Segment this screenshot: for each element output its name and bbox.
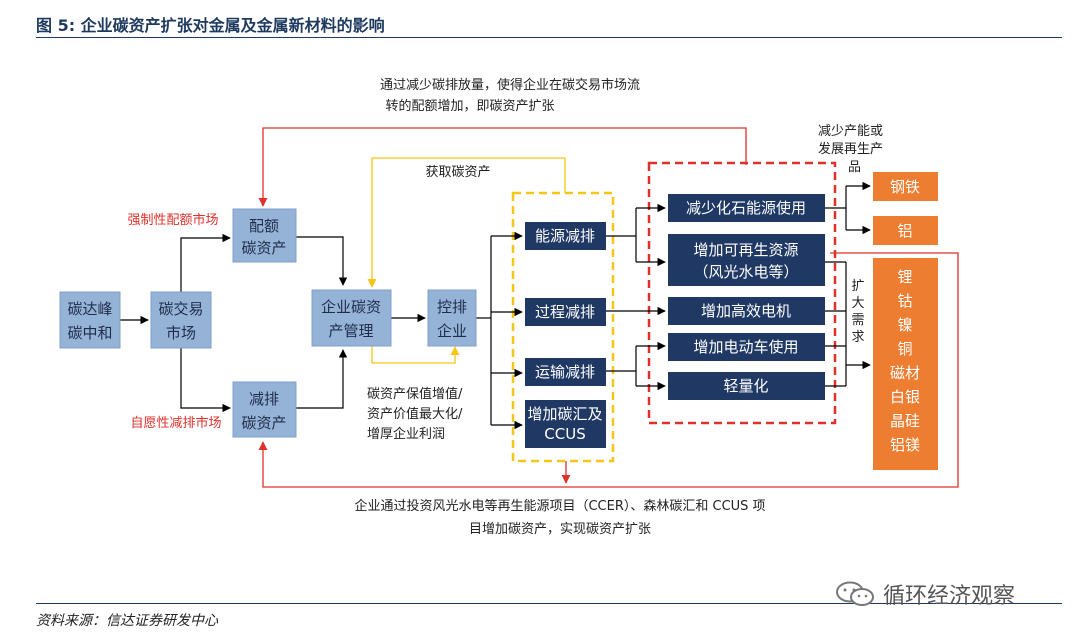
metal-cobalt: 钴	[897, 292, 912, 310]
node-reduction-asset-line1: 减排	[249, 390, 279, 408]
metal-lithium: 锂	[897, 268, 912, 286]
market-to-reduction-arrow	[180, 348, 231, 413]
reduce-capacity-line2: 发展再生产	[818, 141, 883, 157]
reduce-capacity-line1: 减少产能或	[818, 124, 883, 139]
node-motor-label: 增加高效电机	[701, 302, 791, 320]
mandatory-market-label: 强制性配额市场	[127, 212, 218, 228]
figure-title: 图 5: 企业碳资产扩张对金属及金属新材料的影响	[36, 16, 385, 35]
node-lightweight: 轻量化	[668, 372, 825, 400]
node-steel: 钢铁	[873, 172, 938, 201]
expand-demand-char4: 求	[851, 330, 864, 345]
watermark: 循环经济观察	[835, 578, 1015, 610]
node-emission-ctrl-line1: 控排	[437, 298, 467, 316]
top-note-line2: 转的配额增加，即碳资产扩张	[385, 98, 554, 114]
bottom-note-line1: 企业通过投资风光水电等再生能源项目（CCER）、森林碳汇和 CCUS 项	[354, 498, 765, 514]
quota-to-mgmt-arrow	[296, 236, 348, 286]
node-process-reduction-label: 过程减排	[535, 303, 595, 321]
node-new-metals: 锂 钴 镍 铜 磁材 白银 晶硅 铝镁	[873, 258, 938, 470]
node-energy-reduction: 能源减排	[525, 222, 606, 250]
node-reduction-asset-line2: 碳资产	[241, 414, 286, 432]
node-asset-mgmt: 企业碳资 产管理	[311, 289, 392, 347]
metal-copper: 铜	[897, 340, 912, 358]
node-asset-mgmt-line1: 企业碳资	[321, 298, 381, 316]
node-carbon-peak: 碳达峰 碳中和	[59, 291, 121, 349]
value-note-line2: 资产价值最大化/	[367, 406, 463, 422]
node-renewable-line2: （风光水电等）	[693, 263, 798, 281]
node-asset-mgmt-line2: 产管理	[328, 322, 373, 340]
measures-dashed-frame	[647, 161, 837, 425]
reduce-capacity-line3: 品	[848, 160, 861, 175]
value-note-line3: 增厚企业利润	[367, 426, 445, 442]
node-renewable-line1: 增加可再生资源	[693, 241, 798, 259]
bottom-feedback-arrow	[258, 252, 959, 488]
node-process-reduction: 过程减排	[525, 298, 606, 326]
node-transport-reduction-label: 运输减排	[535, 363, 595, 381]
acquire-label: 获取碳资产	[425, 165, 490, 180]
node-emission-ctrl: 控排 企业	[427, 289, 477, 347]
node-carbon-peak-line2: 碳中和	[67, 324, 112, 342]
expand-demand-char1: 扩	[851, 279, 864, 294]
wechat-icon	[836, 581, 874, 606]
node-lightweight-label: 轻量化	[723, 377, 768, 395]
metal-magnetic: 磁材	[890, 364, 920, 382]
source-note: 资料来源：信达证券研发中心	[36, 613, 218, 629]
node-fossil: 减少化石能源使用	[668, 194, 825, 222]
node-ev: 增加电动车使用	[668, 333, 825, 361]
node-renewable: 增加可再生资源 （风光水电等）	[668, 234, 825, 286]
node-quota-asset: 配额 碳资产	[232, 208, 297, 263]
bottom-note-line2: 目增加碳资产，实现碳资产扩张	[469, 522, 651, 537]
value-note-line1: 碳资产保值增值/	[367, 386, 463, 402]
node-aluminum: 铝	[873, 216, 938, 245]
node-sink-ccus-line1: 增加碳汇及	[527, 405, 602, 423]
node-sink-ccus: 增加碳汇及 CCUS	[525, 400, 606, 448]
node-fossil-label: 减少化石能源使用	[686, 199, 806, 217]
top-note-line1: 通过减少碳排放量，使得企业在碳交易市场流	[380, 77, 640, 93]
metal-nickel: 镍	[897, 316, 912, 334]
metal-silicon: 晶硅	[890, 412, 920, 430]
node-carbon-market-line2: 市场	[166, 324, 196, 342]
metal-almg: 铝镁	[890, 436, 920, 454]
reduction-dashed-frame	[511, 191, 615, 463]
value-loop-arrow	[371, 346, 460, 364]
title-rule	[36, 37, 1062, 38]
node-carbon-market-line1: 碳交易	[158, 300, 203, 318]
top-feedback-arrow	[258, 127, 747, 207]
voluntary-market-label: 自愿性减排市场	[130, 415, 221, 431]
node-quota-asset-line2: 碳资产	[241, 239, 286, 257]
node-quota-asset-line1: 配额	[249, 217, 279, 235]
node-reduction-asset: 减排 碳资产	[232, 381, 297, 438]
node-emission-ctrl-line2: 企业	[437, 322, 467, 340]
node-motor: 增加高效电机	[668, 297, 825, 325]
node-energy-reduction-label: 能源减排	[535, 227, 595, 245]
node-steel-label: 钢铁	[890, 178, 920, 196]
node-carbon-peak-line1: 碳达峰	[67, 300, 112, 318]
source-rule	[36, 603, 1062, 604]
acquire-asset-arrow	[367, 157, 566, 288]
node-aluminum-label: 铝	[897, 222, 912, 240]
reduction-to-mgmt-arrow	[296, 349, 348, 409]
node-carbon-market: 碳交易 市场	[150, 291, 212, 349]
node-transport-reduction: 运输减排	[525, 358, 606, 386]
expand-demand-char3: 需	[851, 313, 864, 328]
node-ev-label: 增加电动车使用	[693, 338, 798, 356]
market-to-quota-arrow	[180, 233, 231, 292]
watermark-text: 循环经济观察	[883, 584, 1016, 609]
metal-silver: 白银	[890, 388, 920, 406]
node-sink-ccus-line2: CCUS	[544, 425, 585, 443]
expand-demand-char2: 大	[851, 296, 864, 311]
